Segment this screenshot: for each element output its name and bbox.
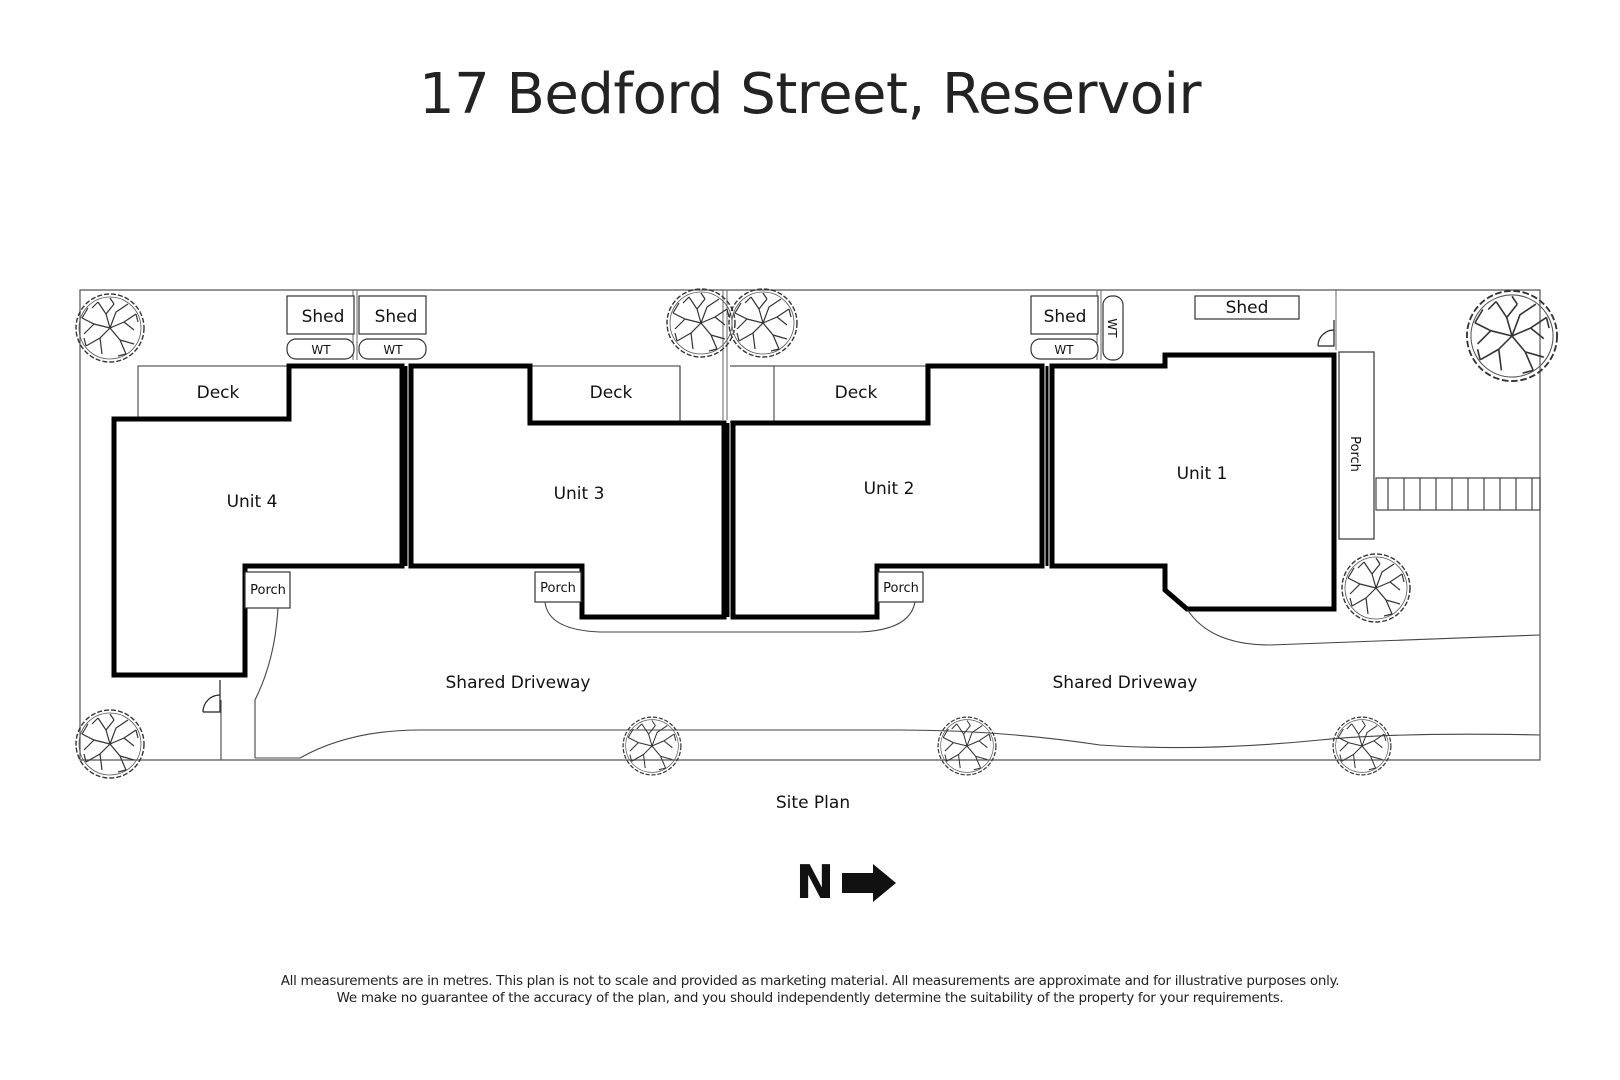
water-tank-label: WT [383,343,403,357]
porch-label: Porch [540,581,576,596]
north-arrow-icon [842,864,896,902]
water-tank-label: WT [311,343,331,357]
shed-label: Shed [302,307,345,327]
shed-label: Shed [1044,307,1087,327]
site-plan-caption: Site Plan [776,793,850,813]
page-title: 17 Bedford Street, Reservoir [418,62,1202,127]
tree-icon [1341,553,1411,623]
unit-3-label: Unit 3 [554,484,605,504]
water-tank-label: WT [1054,343,1074,357]
shed-label: Shed [375,307,418,327]
north-label: N [796,855,835,909]
water-tank-label: WT [1105,318,1119,338]
tree-icon [1466,290,1558,382]
tree-icon [937,716,997,776]
unit-4-label: Unit 4 [227,492,278,512]
tree-icon [666,288,736,358]
porch-label: Porch [1347,436,1362,472]
tree-icon [622,716,682,776]
driveway-label: Shared Driveway [446,673,591,693]
disclaimer-line: We make no guarantee of the accuracy of … [336,990,1284,1006]
porch-label: Porch [250,583,286,598]
deck-label: Deck [197,383,240,403]
deck-label: Deck [835,383,878,403]
tree-icon [75,293,145,363]
shed-label: Shed [1226,298,1269,318]
unit-1-label: Unit 1 [1177,464,1228,484]
tree-icon [728,288,798,358]
unit-2-label: Unit 2 [864,479,915,499]
deck-label: Deck [590,383,633,403]
disclaimer-line: All measurements are in metres. This pla… [280,973,1340,989]
driveway-label: Shared Driveway [1053,673,1198,693]
tree-icon [75,709,145,779]
disclaimer: All measurements are in metres. This pla… [0,973,1620,1007]
tree-icon [1332,716,1392,776]
porch-label: Porch [883,581,919,596]
